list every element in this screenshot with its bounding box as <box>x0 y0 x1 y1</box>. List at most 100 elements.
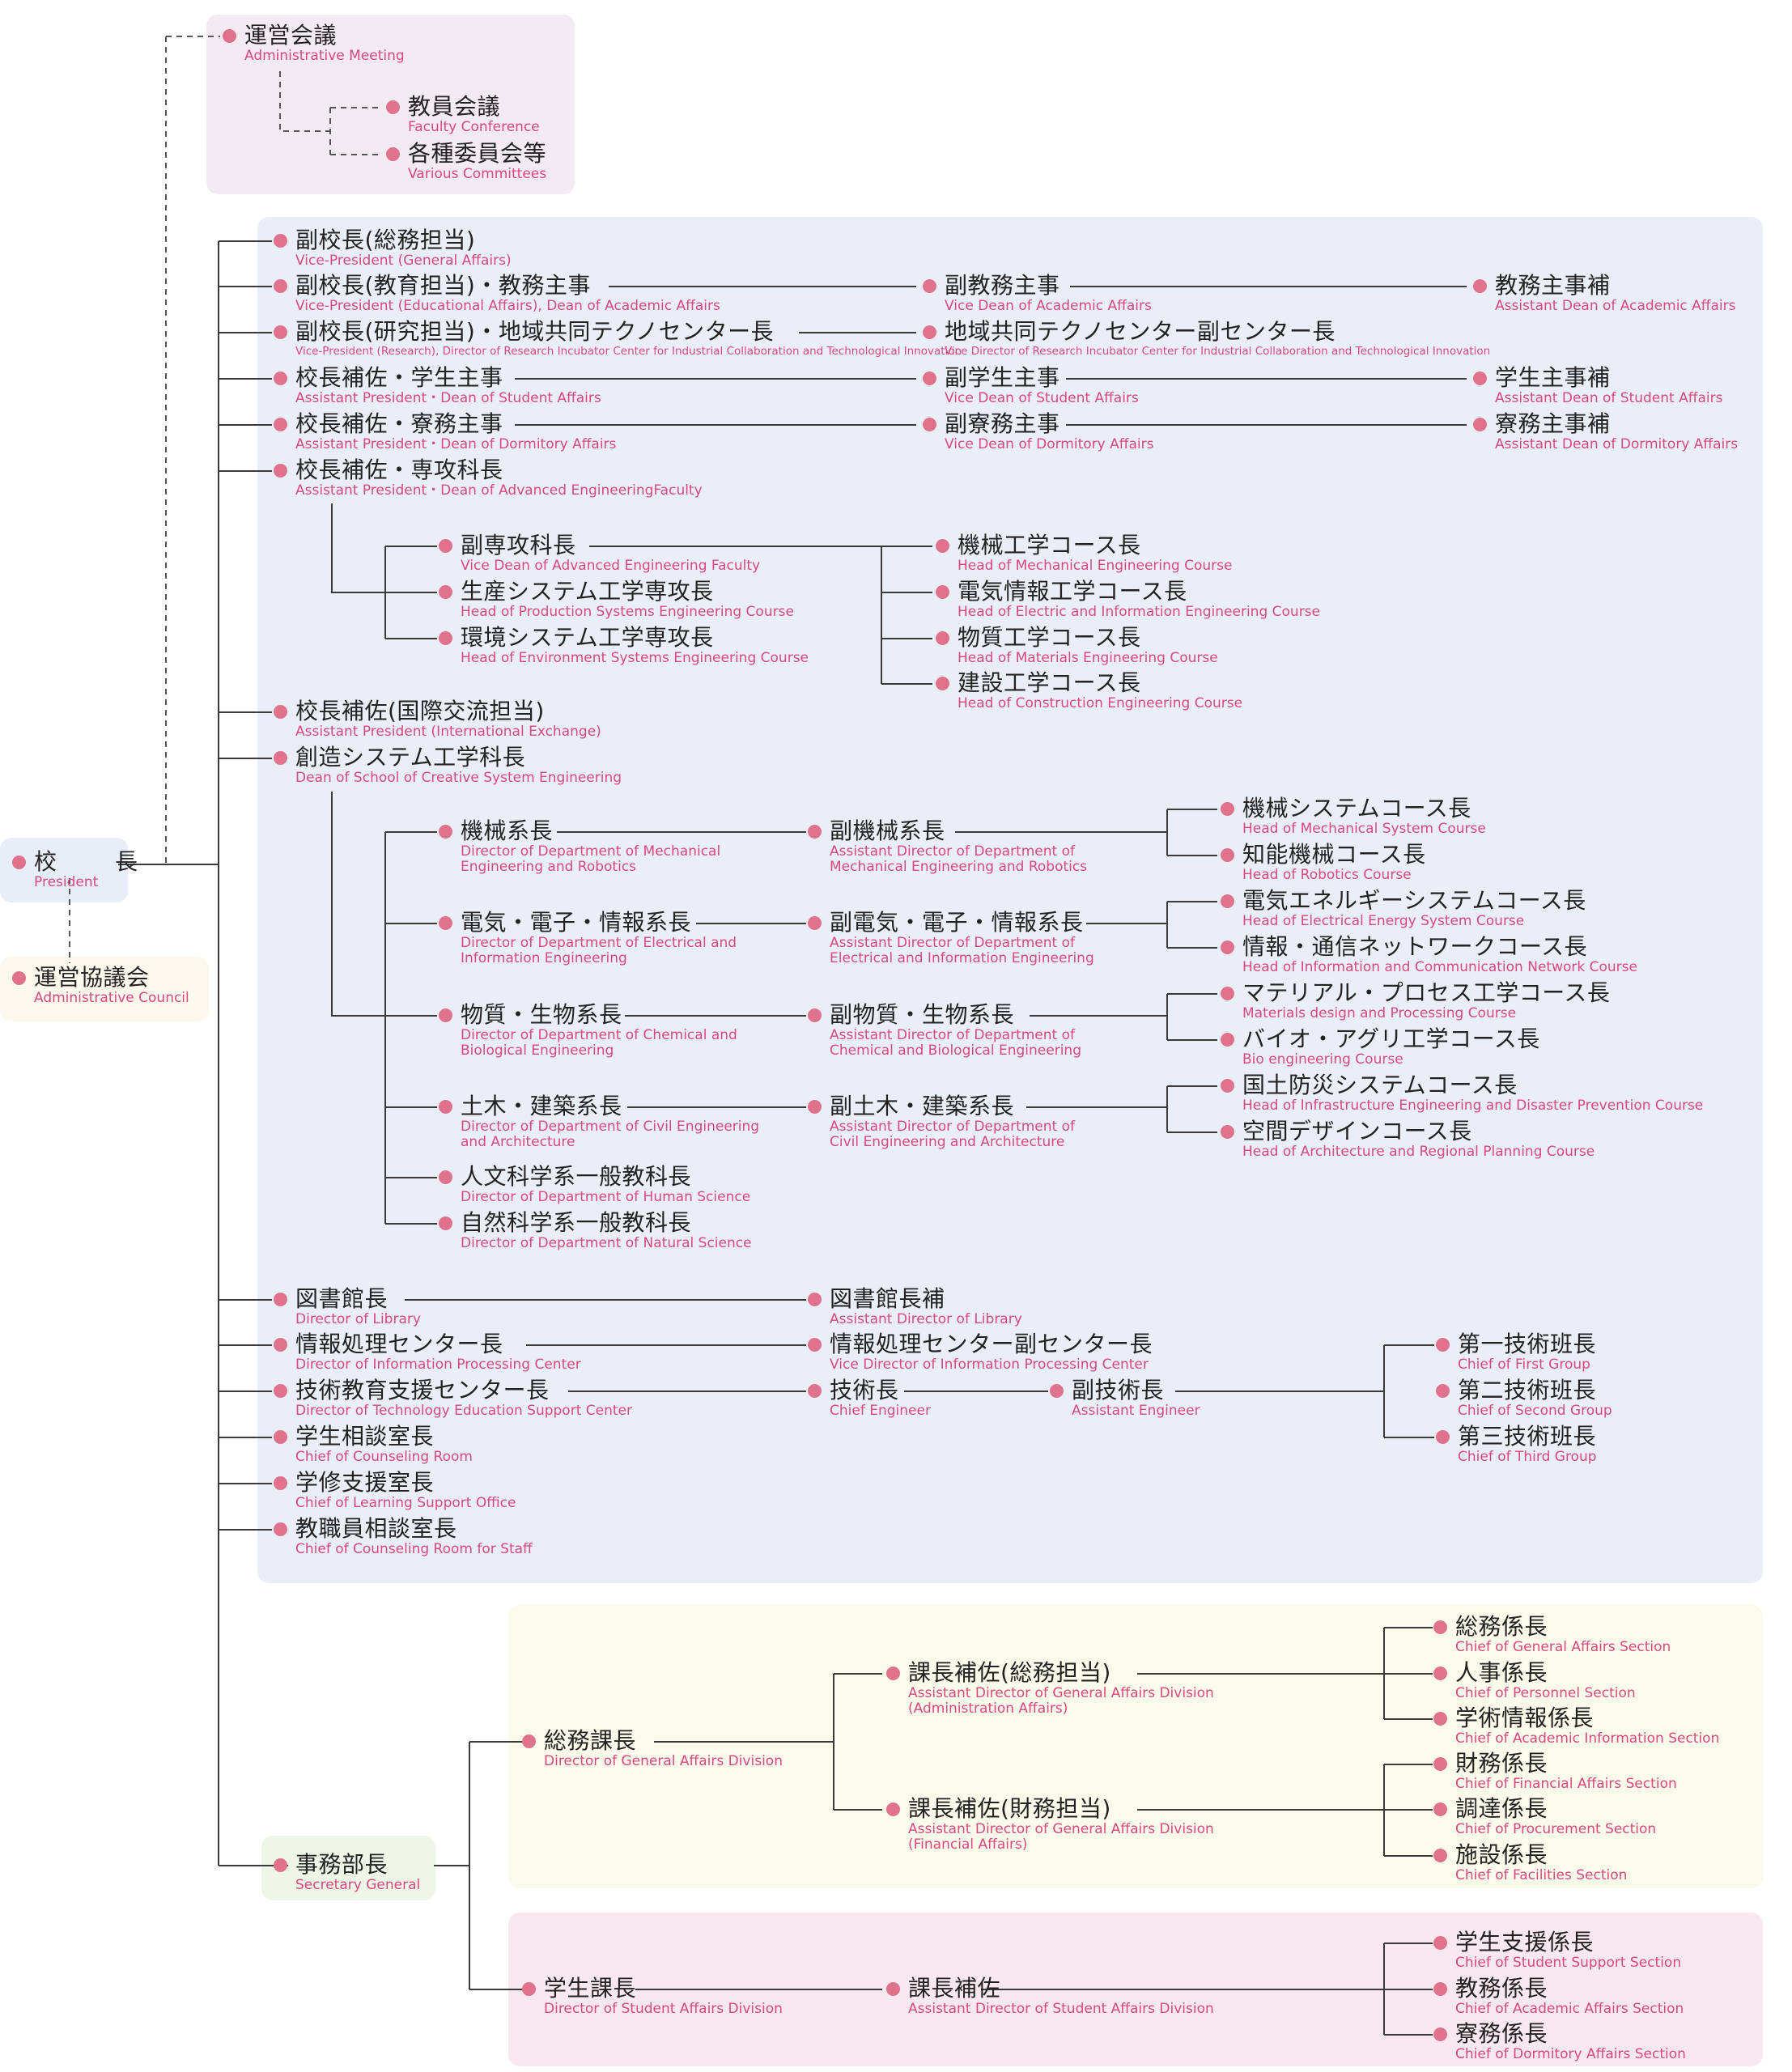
bullet-dot <box>386 147 400 161</box>
bullet-dot <box>274 464 287 478</box>
node-sec-student-support: 学生支援係長 Chief of Student Support Section <box>1433 1930 1681 1971</box>
node-dir-mechanical: 機械系長 Director of Department of Mechanica… <box>439 818 720 875</box>
bullet-dot <box>274 372 287 385</box>
node-course-robotics: 知能機械コース長 Head of Robotics Course <box>1221 842 1426 883</box>
bullet-dot <box>274 1476 287 1490</box>
bullet-dot <box>274 1522 287 1536</box>
bullet-dot <box>1221 940 1234 954</box>
bullet-dot <box>1221 1079 1234 1093</box>
bullet-dot <box>808 1008 822 1022</box>
node-ap-dorm: 校長補佐・寮務主事 Assistant President・Dean of Do… <box>274 411 616 452</box>
bullet-dot <box>274 1858 287 1872</box>
node-group-3: 第三技術班長 Chief of Third Group <box>1436 1424 1597 1465</box>
node-group-1: 第一技術班長 Chief of First Group <box>1436 1331 1596 1373</box>
bullet-dot <box>1221 894 1234 908</box>
bullet-dot <box>1436 1430 1450 1444</box>
node-asst-dean-dorm: 寮務主事補 Assistant Dean of Dormitory Affair… <box>1473 411 1738 452</box>
bullet-dot <box>1473 418 1487 431</box>
node-dean-creative: 創造システム工学科長 Dean of School of Creative Sy… <box>274 745 622 786</box>
bullet-dot <box>223 29 236 43</box>
node-sec-personnel: 人事係長 Chief of Personnel Section <box>1433 1660 1636 1701</box>
secretary-panel <box>261 1836 435 1900</box>
bullet-dot <box>808 1293 822 1306</box>
node-course-materials: マテリアル・プロセス工学コース長 Materials design and Pr… <box>1221 980 1610 1021</box>
bullet-dot <box>936 631 949 645</box>
bullet-dot <box>886 1667 900 1680</box>
node-vice-dean-dorm: 副寮務主事 Vice Dean of Dormitory Affairs <box>923 411 1153 452</box>
node-course-mech-system: 機械システムコース長 Head of Mechanical System Cou… <box>1221 796 1486 837</box>
bullet-dot <box>439 631 452 645</box>
node-dir-civil: 土木・建築系長 Director of Department of Civil … <box>439 1093 759 1150</box>
bullet-dot <box>1436 1338 1450 1352</box>
bullet-dot <box>274 234 287 248</box>
node-course-infrastructure: 国土防災システムコース長 Head of Infrastructure Engi… <box>1221 1072 1703 1114</box>
node-dir-tech-support: 技術教育支援センター長 Director of Technology Educa… <box>274 1378 632 1419</box>
node-faculty-conference: 教員会議 Faculty Conference <box>386 94 540 135</box>
bullet-dot <box>439 1216 452 1230</box>
bullet-dot <box>12 971 26 985</box>
bullet-dot <box>439 825 452 839</box>
node-ap-student: 校長補佐・学生主事 Assistant President・Dean of St… <box>274 365 601 406</box>
bullet-dot <box>1221 987 1234 1000</box>
node-sec-procurement: 調達係長 Chief of Procurement Section <box>1433 1796 1656 1837</box>
bullet-dot <box>1433 2027 1447 2041</box>
bullet-dot <box>274 1384 287 1398</box>
node-sec-dormitory: 寮務係長 Chief of Dormitory Affairs Section <box>1433 2021 1686 2062</box>
bullet-dot <box>1050 1384 1064 1398</box>
bullet-dot <box>439 1170 452 1184</box>
bullet-dot <box>274 1338 287 1352</box>
node-vdir-info-center: 情報処理センター副センター長 Vice Director of Informat… <box>808 1331 1153 1373</box>
node-adir-civil: 副土木・建築系長 Assistant Director of Departmen… <box>808 1093 1075 1150</box>
bullet-dot <box>1221 802 1234 816</box>
president-panel <box>0 838 128 902</box>
bullet-dot <box>1433 1712 1447 1726</box>
node-vice-dean-advanced: 副専攻科長 Vice Dean of Advanced Engineering … <box>439 533 760 574</box>
bullet-dot <box>274 1430 287 1444</box>
node-vice-dean-academic: 副教務主事 Vice Dean of Academic Affairs <box>923 273 1152 314</box>
node-sec-facilities: 施設係長 Chief of Facilities Section <box>1433 1842 1627 1883</box>
bullet-dot <box>274 418 287 431</box>
bullet-dot <box>1436 1384 1450 1398</box>
bullet-dot <box>886 1982 900 1996</box>
node-dir-student-affairs: 学生課長 Director of Student Affairs Divisio… <box>522 1976 783 2017</box>
bullet-dot <box>886 1802 900 1816</box>
bullet-dot <box>1221 1033 1234 1047</box>
bullet-dot <box>808 825 822 839</box>
node-dir-info-center: 情報処理センター長 Director of Information Proces… <box>274 1331 581 1373</box>
node-course-bio: バイオ・アグリ工学コース長 Bio engineering Course <box>1221 1026 1540 1068</box>
node-adir-electrical: 副電気・電子・情報系長 Assistant Director of Depart… <box>808 910 1094 966</box>
bullet-dot <box>808 1100 822 1114</box>
node-asst-dean-student: 学生主事補 Assistant Dean of Student Affairs <box>1473 365 1722 406</box>
bullet-dot <box>1473 279 1487 293</box>
node-head-environment: 環境システム工学専攻長 Head of Environment Systems … <box>439 625 809 666</box>
node-vp-research: 副校長(研究担当)・地域共同テクノセンター長 Vice-President (R… <box>274 319 962 358</box>
node-ap-international: 校長補佐(国際交流担当) Assistant President (Intern… <box>274 698 601 740</box>
bullet-dot <box>274 325 287 339</box>
node-dir-general-affairs: 総務課長 Director of General Affairs Divisio… <box>522 1728 783 1769</box>
node-course-energy: 電気エネルギーシステムコース長 Head of Electrical Energ… <box>1221 888 1586 929</box>
node-head-construction-course: 建設工学コース長 Head of Construction Engineerin… <box>936 670 1242 711</box>
node-counseling-room: 学生相談室長 Chief of Counseling Room <box>274 1424 473 1465</box>
council-panel <box>0 957 209 1021</box>
bullet-dot <box>12 856 26 869</box>
node-vice-dean-student: 副学生主事 Vice Dean of Student Affairs <box>923 365 1139 406</box>
bullet-dot <box>1433 1620 1447 1634</box>
bullet-dot <box>936 677 949 690</box>
bullet-dot <box>1433 1936 1447 1950</box>
bullet-dot <box>808 1384 822 1398</box>
bullet-dot <box>923 325 936 339</box>
node-dir-human-science: 人文科学系一般教科長 Director of Department of Hum… <box>439 1164 750 1205</box>
bullet-dot <box>808 916 822 930</box>
node-sec-general-affairs: 総務係長 Chief of General Affairs Section <box>1433 1614 1671 1655</box>
bullet-dot <box>808 1338 822 1352</box>
node-dir-natural-science: 自然科学系一般教科長 Director of Department of Nat… <box>439 1210 752 1251</box>
node-vp-general: 副校長(総務担当) Vice-President (General Affair… <box>274 227 512 269</box>
node-assistant-engineer: 副技術長 Assistant Engineer <box>1050 1378 1200 1419</box>
node-vp-education: 副校長(教育担当)・教務主事 Vice-President (Education… <box>274 273 720 314</box>
bullet-dot <box>386 100 400 114</box>
node-ad-ga-admin: 課長補佐(総務担当) Assistant Director of General… <box>886 1660 1214 1717</box>
node-dir-library: 図書館長 Director of Library <box>274 1286 421 1327</box>
node-admin-meeting: 運営会議 Administrative Meeting <box>223 23 405 64</box>
node-ad-ga-financial: 課長補佐(財務担当) Assistant Director of General… <box>886 1796 1214 1853</box>
